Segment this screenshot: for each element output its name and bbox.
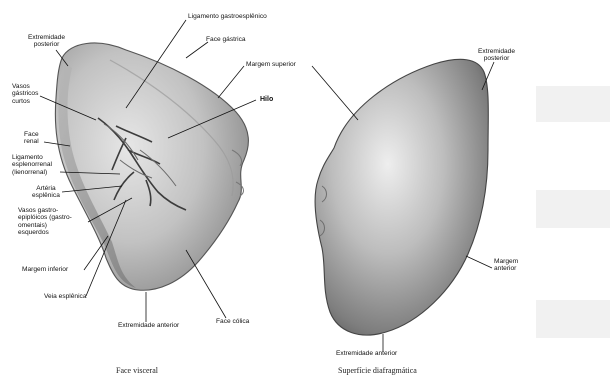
- label-extremidade-anterior-visceral: Extremidade anterior: [118, 322, 179, 329]
- visceral-outline: [55, 43, 248, 290]
- visceral-spleen: [55, 43, 248, 290]
- label-extremidade-posterior-visceral: Extremidade posterior: [28, 34, 65, 49]
- label-ligamento-gastroesplenico: Ligamento gastroesplênico: [188, 13, 267, 20]
- label-margem-inferior: Margem inferior: [22, 266, 68, 273]
- label-arteria-esplenica: Artéria esplênica: [32, 185, 60, 200]
- label-face-renal: Face renal: [24, 131, 39, 146]
- label-ligamento-esplenorrenal: Ligamento esplenorrenal (lienorrenal): [12, 154, 52, 176]
- label-extremidade-anterior-diaphragmatic: Extremidade anterior: [336, 350, 397, 357]
- label-face-colica: Face cólica: [216, 318, 249, 325]
- label-vasos-gastricos-curtos: Vasos gástricos curtos: [12, 83, 38, 105]
- label-veia-esplenica: Veia esplênica: [44, 293, 87, 300]
- label-hilo: Hilo: [260, 96, 273, 103]
- label-margem-superior-visceral: Margem superior: [246, 61, 296, 68]
- caption-face-visceral: Face visceral: [116, 366, 158, 375]
- label-face-gastrica: Face gástrica: [206, 36, 246, 43]
- label-vasos-gastroepiploicos: Vasos gastro- epiplóicos (gastro- omenta…: [18, 207, 72, 237]
- caption-superficie-diafragmatica: Superfície diafragmática: [338, 366, 417, 375]
- label-margem-anterior: Margem anterior: [494, 258, 518, 273]
- label-extremidade-posterior-diaphragmatic: Extremidade posterior: [478, 48, 515, 63]
